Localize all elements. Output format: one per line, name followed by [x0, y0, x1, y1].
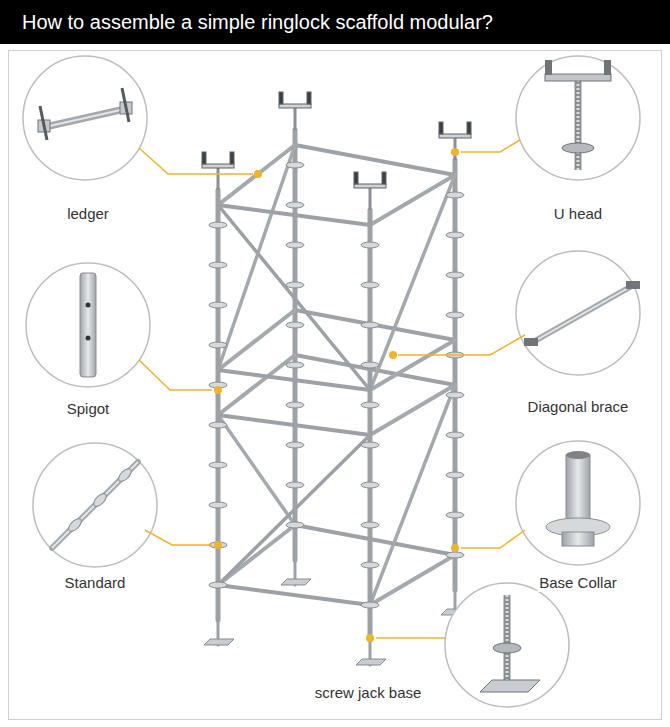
part-label: Base Collar	[537, 574, 619, 592]
diagonal-brace-icon	[524, 281, 640, 346]
detail-circles	[23, 56, 640, 707]
part-label: screw jack base	[313, 684, 424, 702]
leader-lines	[139, 140, 525, 638]
ledger-icon	[38, 88, 132, 140]
spigot-icon	[80, 273, 96, 377]
scaffold-ledgers	[218, 145, 455, 605]
diagram-title: How to assemble a simple ringlock scaffo…	[22, 0, 493, 44]
u-head-icon	[545, 60, 611, 170]
part-label: U head	[552, 205, 604, 223]
base-collar-icon	[546, 451, 610, 546]
part-label: Spigot	[65, 400, 112, 418]
rosettes	[209, 162, 464, 608]
scaffold-front	[218, 190, 370, 665]
leader-dots	[214, 148, 459, 642]
part-label: ledger	[65, 205, 111, 223]
base-plates	[204, 579, 471, 665]
part-label: Standard	[63, 574, 128, 592]
screw-jack-icon	[480, 595, 540, 692]
u-heads	[202, 92, 471, 210]
scaffold-back	[295, 130, 455, 615]
frame	[9, 51, 662, 720]
part-label: Diagonal brace	[526, 398, 631, 416]
header-band	[0, 0, 670, 44]
standard-icon	[52, 462, 138, 548]
